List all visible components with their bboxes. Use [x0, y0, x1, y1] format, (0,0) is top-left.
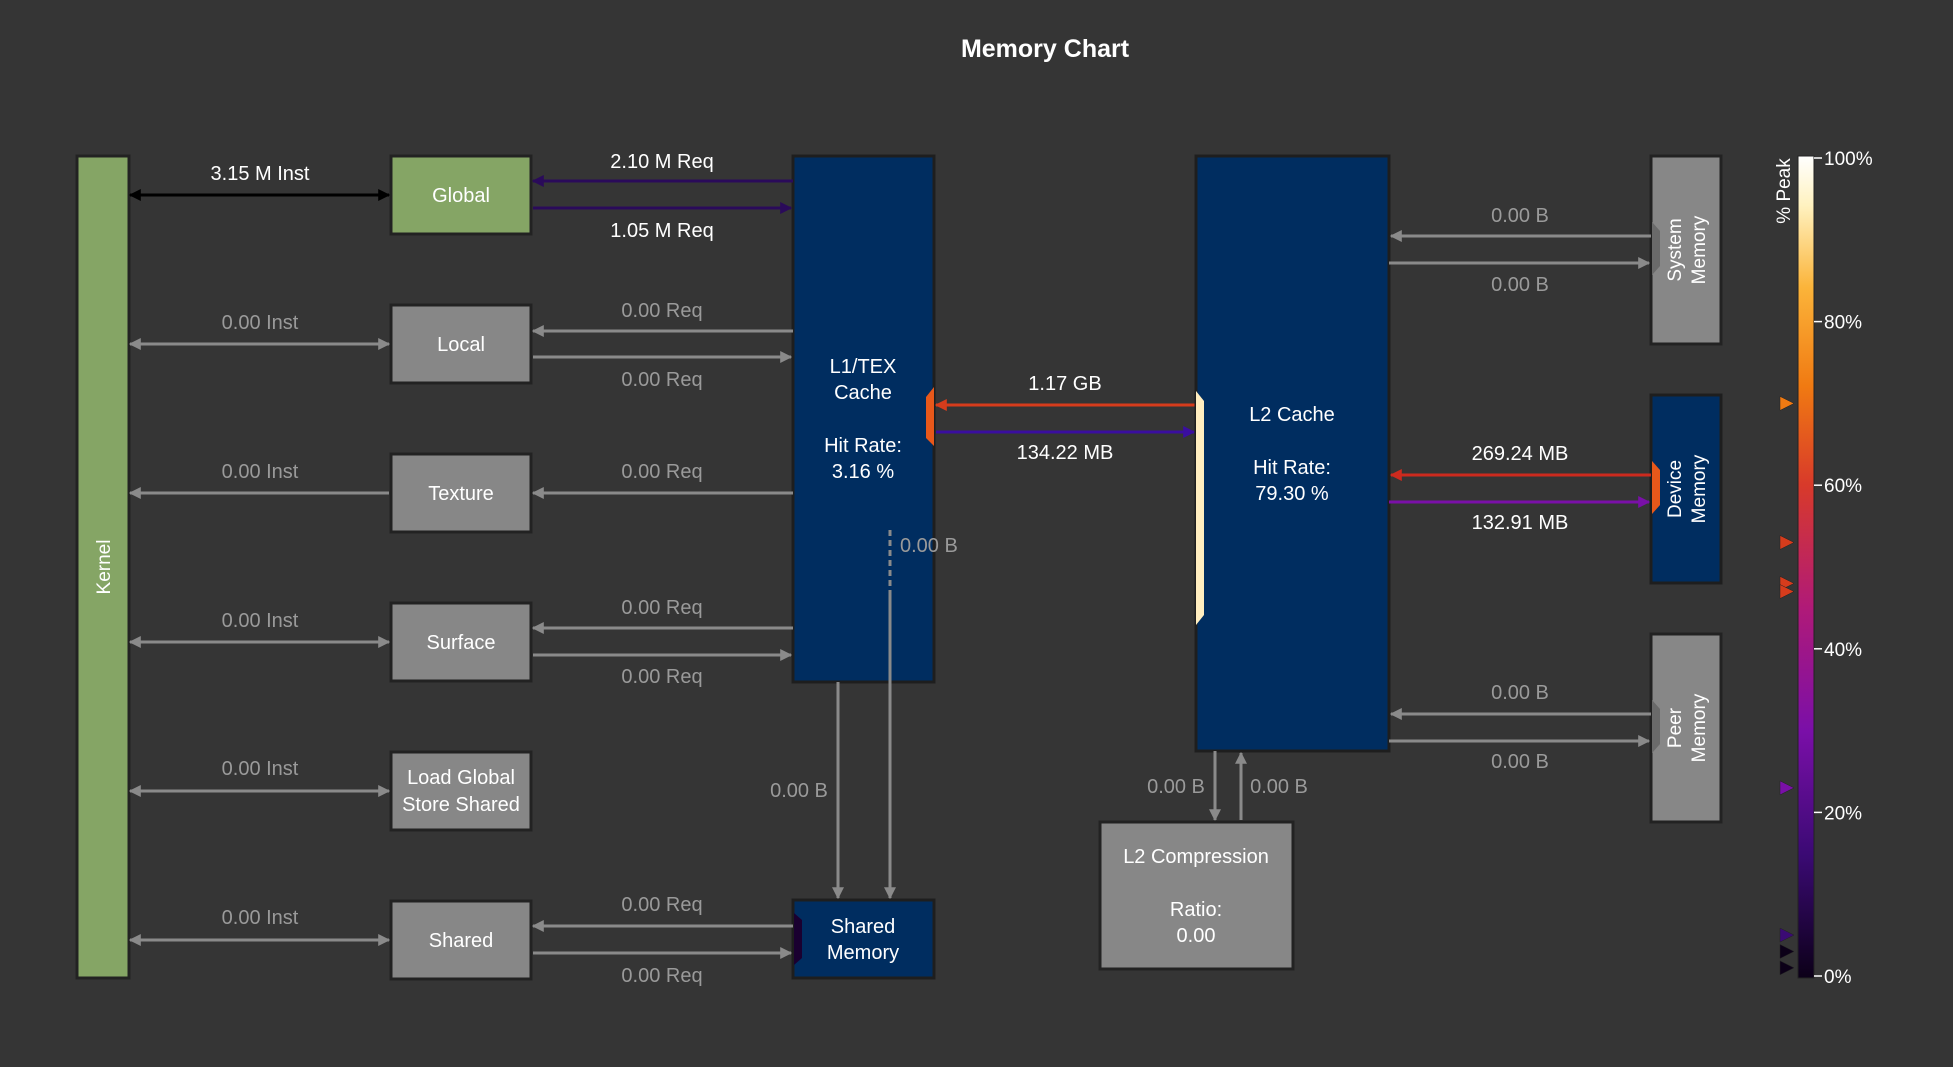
- l2-compression-out-label: 0.00 B: [1147, 776, 1205, 798]
- l2-compression-unit[interactable]: [1098, 820, 1295, 971]
- dram-write-label: 132.91 MB: [1472, 512, 1569, 534]
- l2-usage-indicator: [1196, 391, 1204, 625]
- global-req-out-label: 1.05 M Req: [610, 220, 713, 242]
- shared-req-in-label: 0.00 Req: [621, 894, 702, 916]
- surface-unit[interactable]: [389, 601, 533, 683]
- shared-req-out-label: 0.00 Req: [621, 965, 702, 987]
- legend-markers: [1779, 395, 1795, 976]
- kernel-ldgsts-inst-label: 0.00 Inst: [222, 758, 299, 780]
- system-memory-label-line1: System: [1665, 218, 1686, 281]
- kernel-local-inst-label: 0.00 Inst: [222, 312, 299, 334]
- device-memory-label-line2: Memory: [1689, 454, 1710, 523]
- legend-level-marker: [1779, 395, 1795, 411]
- legend-tick-label: 80%: [1824, 313, 1862, 334]
- ldgsts-unit[interactable]: [389, 750, 533, 832]
- l2-compression-ratio-value: 0.00: [1177, 925, 1216, 947]
- legend-color-bar: [1797, 155, 1815, 979]
- legend-tick-label: 100%: [1824, 149, 1873, 170]
- local-unit-label: Local: [437, 334, 485, 356]
- texture-unit[interactable]: [389, 452, 533, 534]
- sysmem-read-label: 0.00 B: [1491, 205, 1549, 227]
- peer-memory-block[interactable]: [1649, 632, 1723, 824]
- local-req-out-label: 0.00 Req: [621, 369, 702, 391]
- local-unit[interactable]: [389, 303, 533, 385]
- texture-unit-label: Texture: [428, 483, 494, 505]
- legend-tick-label: 40%: [1824, 640, 1862, 661]
- legend-tick-label: 60%: [1824, 476, 1862, 497]
- l2-label: L2 Cache: [1249, 404, 1335, 426]
- peer-memory-label-line1: Peer: [1665, 707, 1686, 748]
- l2-compression-ratio-label: Ratio:: [1170, 899, 1222, 921]
- global-unit[interactable]: [389, 154, 533, 236]
- shared-memory-block[interactable]: [791, 898, 936, 980]
- system-memory-label-line2: Memory: [1689, 215, 1710, 284]
- kernel-texture-inst-label: 0.00 Inst: [222, 461, 299, 483]
- peak-legend: % Peak 100% 80% 60% 40% 20% 0%: [1774, 149, 1873, 988]
- shared-memory-label-line1: Shared: [831, 916, 896, 938]
- l1-label-line2: Cache: [834, 382, 892, 404]
- peer-read-label: 0.00 B: [1491, 682, 1549, 704]
- texture-req-label: 0.00 Req: [621, 461, 702, 483]
- shared-memory-indicator: [794, 913, 802, 965]
- l1-l2-read-label: 1.17 GB: [1028, 373, 1101, 395]
- l2-hit-rate-value: 79.30 %: [1255, 483, 1329, 505]
- device-memory-indicator: [1652, 461, 1660, 514]
- kernel-global-inst-label: 3.15 M Inst: [211, 163, 310, 185]
- peer-write-label: 0.00 B: [1491, 751, 1549, 773]
- l1-smem-dashed-label: 0.00 B: [900, 535, 958, 557]
- peer-memory-indicator: [1652, 700, 1660, 753]
- legend-title: % Peak: [1774, 158, 1795, 224]
- l2-cache[interactable]: [1194, 154, 1391, 753]
- global-unit-label: Global: [432, 185, 490, 207]
- legend-level-marker: [1779, 584, 1795, 599]
- l2-compression-in-label: 0.00 B: [1250, 776, 1308, 798]
- shared-unit-label: Shared: [429, 930, 494, 952]
- device-memory-block[interactable]: [1649, 393, 1723, 585]
- kernel-block[interactable]: [75, 154, 131, 980]
- chart-title: Memory Chart: [961, 35, 1130, 63]
- kernel-surface-inst-label: 0.00 Inst: [222, 610, 299, 632]
- l1-hit-rate-label: Hit Rate:: [824, 435, 902, 457]
- legend-ticks: 100% 80% 60% 40% 20% 0%: [1814, 149, 1873, 988]
- legend-tick-label: 0%: [1824, 967, 1852, 988]
- system-memory-indicator: [1652, 222, 1660, 275]
- surface-unit-label: Surface: [427, 632, 496, 654]
- legend-level-marker: [1779, 944, 1795, 959]
- legend-level-marker: [1779, 927, 1795, 943]
- l1-smem-label: 0.00 B: [770, 780, 828, 802]
- l2-compression-label: L2 Compression: [1123, 846, 1269, 868]
- surface-req-out-label: 0.00 Req: [621, 666, 702, 688]
- kernel-shared-inst-label: 0.00 Inst: [222, 907, 299, 929]
- l1-l2-write-label: 134.22 MB: [1017, 442, 1114, 464]
- legend-level-marker: [1779, 780, 1795, 796]
- sysmem-write-label: 0.00 B: [1491, 274, 1549, 296]
- system-memory-block[interactable]: [1649, 154, 1723, 346]
- kernel-label: Kernel: [94, 540, 115, 595]
- ldgsts-unit-label-line1: Load Global: [407, 767, 515, 789]
- legend-level-marker: [1779, 535, 1795, 550]
- surface-req-in-label: 0.00 Req: [621, 597, 702, 619]
- dram-read-label: 269.24 MB: [1472, 443, 1569, 465]
- l1-hit-rate-value: 3.16 %: [832, 461, 894, 483]
- legend-level-marker: [1779, 960, 1795, 976]
- l1-label-line1: L1/TEX: [830, 356, 897, 378]
- l2-hit-rate-label: Hit Rate:: [1253, 457, 1331, 479]
- local-req-in-label: 0.00 Req: [621, 300, 702, 322]
- shared-unit[interactable]: [389, 899, 533, 981]
- l1-tex-cache[interactable]: [791, 154, 936, 684]
- l1-usage-indicator: [926, 387, 934, 446]
- legend-tick-label: 20%: [1824, 803, 1862, 824]
- peer-memory-label-line2: Memory: [1689, 693, 1710, 762]
- global-req-in-label: 2.10 M Req: [610, 151, 713, 173]
- ldgsts-unit-label-line2: Store Shared: [402, 794, 520, 816]
- shared-memory-label-line2: Memory: [827, 942, 899, 964]
- device-memory-label-line1: Device: [1665, 460, 1686, 518]
